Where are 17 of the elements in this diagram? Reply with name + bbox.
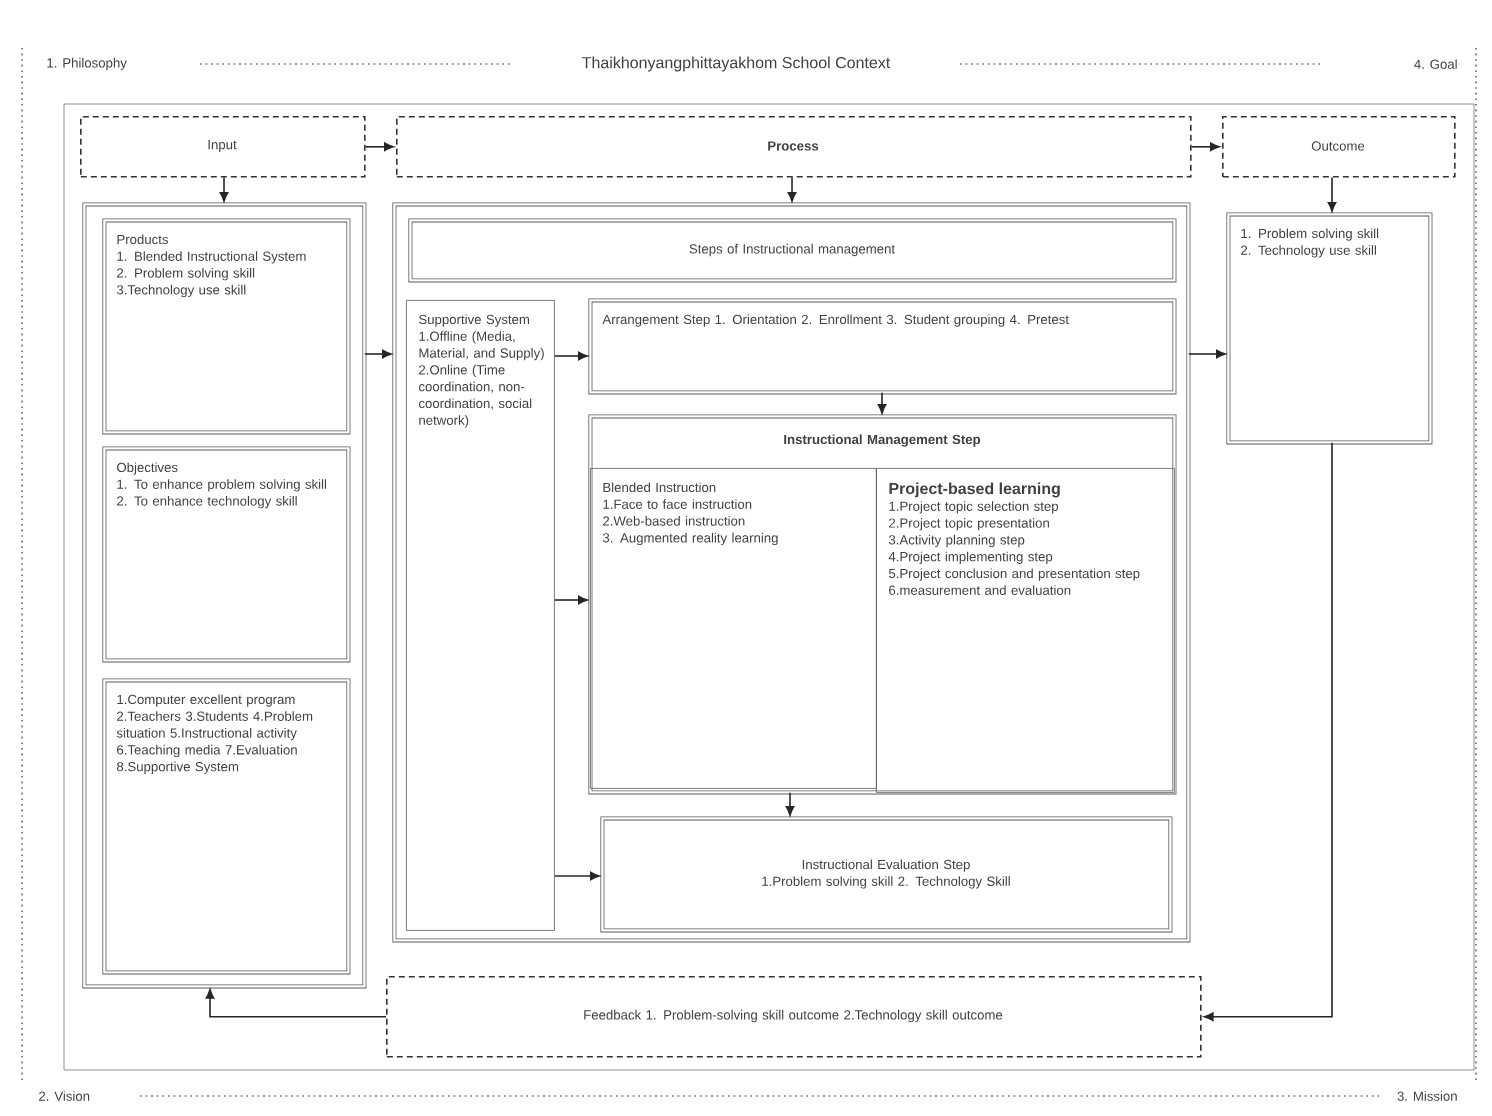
input-panel <box>82 202 367 989</box>
arrow <box>364 349 392 359</box>
arrow <box>787 176 797 202</box>
process-panel <box>392 202 1191 943</box>
arrow <box>554 595 588 605</box>
arrow <box>364 142 394 152</box>
arrow <box>1190 142 1220 152</box>
arrow <box>554 351 588 361</box>
title: Thaikhonyangphittayakhom School Context <box>582 56 891 72</box>
arrow <box>1203 442 1333 1022</box>
arrow <box>205 989 387 1018</box>
arrow <box>554 871 600 881</box>
arrow <box>877 392 887 414</box>
arrow <box>1327 176 1337 212</box>
arrow <box>1188 349 1226 359</box>
arrow <box>785 792 795 816</box>
arrow <box>219 176 229 202</box>
